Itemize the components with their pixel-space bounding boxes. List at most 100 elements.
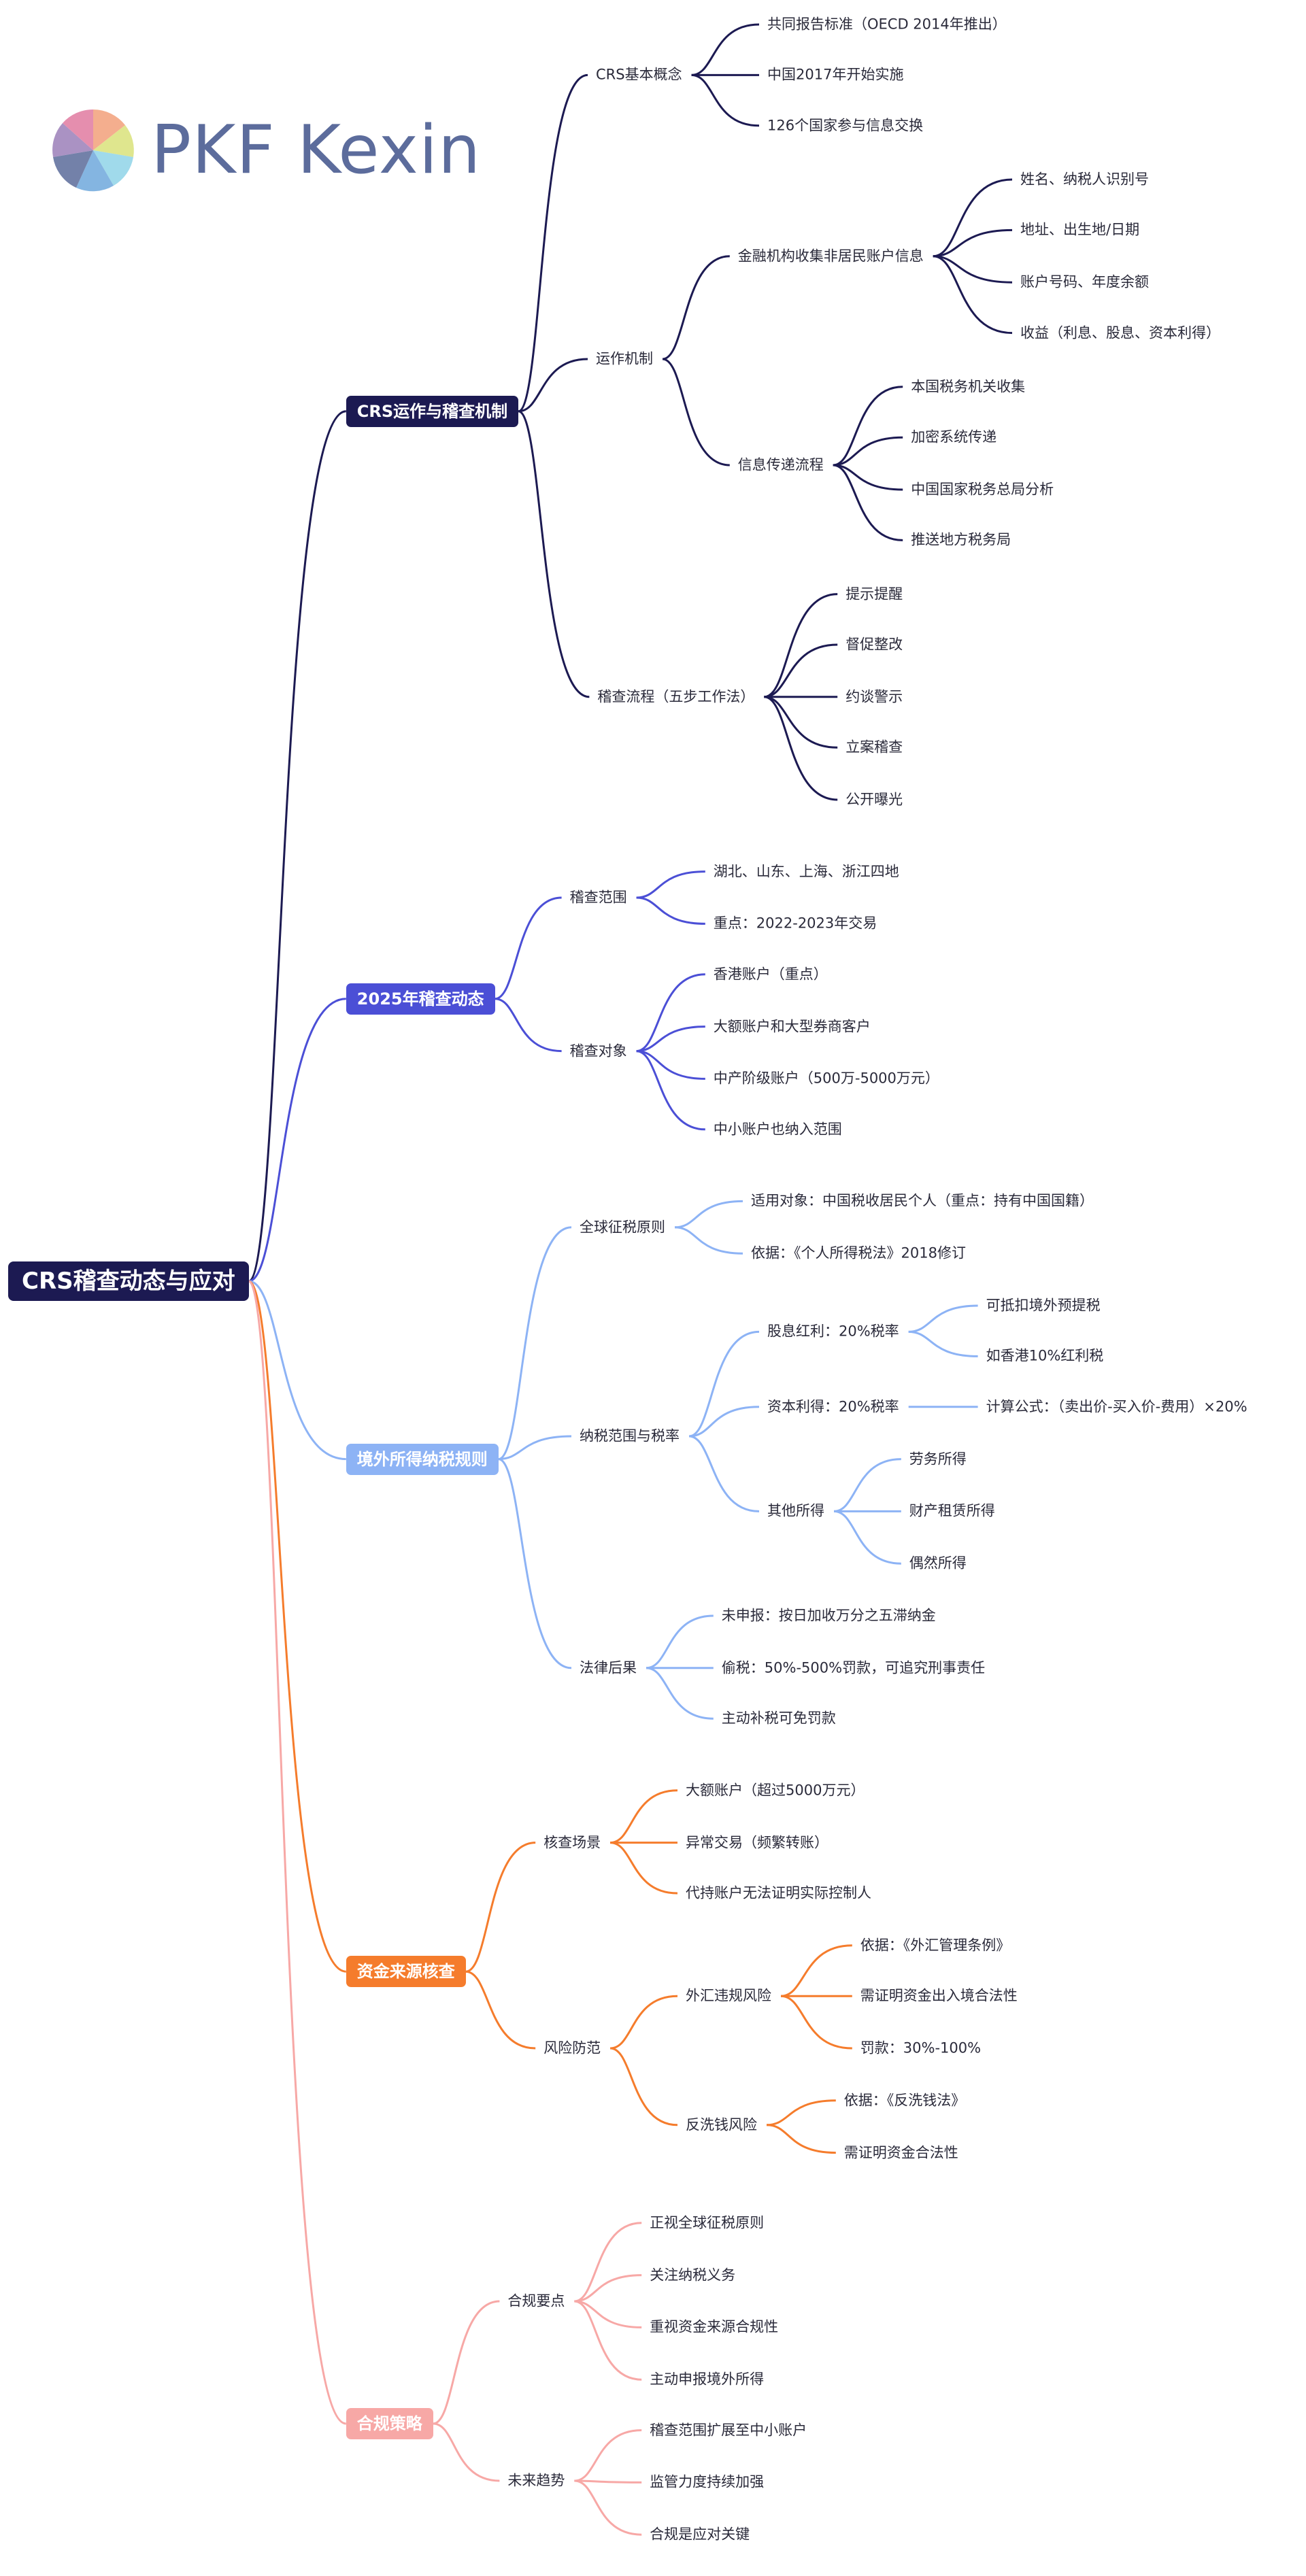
leaf-node[interactable]: 提示提醒 — [845, 586, 903, 603]
connector-line — [636, 1050, 705, 1080]
topic-node[interactable]: CRS基本概念 — [596, 66, 682, 83]
leaf-node[interactable]: 加密系统传递 — [911, 428, 997, 445]
connector-line — [248, 410, 346, 1283]
leaf-node[interactable]: 姓名、纳税人识别号 — [1020, 171, 1149, 188]
leaf-node[interactable]: 中小账户也纳入范围 — [713, 1121, 842, 1138]
leaf-node[interactable]: 湖北、山东、上海、浙江四地 — [713, 863, 899, 880]
leaf-node[interactable]: 关注纳税义务 — [650, 2267, 736, 2284]
leaf-node[interactable]: 推送地方税务局 — [911, 531, 1011, 548]
connector-line — [833, 1510, 901, 1565]
leaf-node[interactable]: 重视资金来源合规性 — [650, 2318, 779, 2335]
leaf-node[interactable]: 未申报：按日加收万分之五滞纳金 — [721, 1607, 936, 1624]
leaf-node[interactable]: 依据：《外汇管理条例》 — [860, 1937, 1011, 1954]
leaf-node[interactable]: 约谈警示 — [845, 688, 903, 705]
leaf-node[interactable]: 异常交易（频繁转账） — [686, 1834, 828, 1851]
branch-node[interactable]: 合规策略 — [346, 2408, 433, 2439]
topic-node[interactable]: 稽查流程（五步工作法） — [597, 688, 755, 705]
connector-line — [610, 1789, 678, 1844]
connector-line — [662, 358, 730, 467]
topic-node[interactable]: 纳税范围与税率 — [580, 1427, 680, 1444]
connector-line — [908, 1304, 978, 1333]
leaf-node[interactable]: 可抵扣境外预提税 — [986, 1297, 1101, 1314]
leaf-node[interactable]: 代持账户无法证明实际控制人 — [686, 1884, 871, 1901]
leaf-node[interactable]: 劳务所得 — [909, 1451, 967, 1468]
topic-node[interactable]: 其他所得 — [767, 1502, 824, 1519]
connector-line — [646, 1614, 714, 1670]
leaf-node[interactable]: 罚款：30%-100% — [860, 2039, 982, 2056]
connector-line — [636, 973, 705, 1053]
leaf-node[interactable]: 大额账户（超过5000万元） — [686, 1782, 865, 1799]
leaf-node[interactable]: 依据：《反洗钱法》 — [843, 2092, 966, 2109]
topic-node[interactable]: 未来趋势 — [507, 2472, 565, 2489]
connector-line — [933, 255, 1013, 335]
leaf-node[interactable]: 督促整改 — [845, 636, 903, 653]
leaf-node[interactable]: 财产租赁所得 — [909, 1502, 995, 1519]
connector-line — [764, 593, 838, 698]
leaf-node[interactable]: 重点：2022-2023年交易 — [713, 915, 877, 932]
topic-node[interactable]: 运作机制 — [596, 350, 653, 367]
branch-node[interactable]: CRS运作与稽查机制 — [346, 395, 519, 427]
topic-node[interactable]: 资本利得：20%税率 — [767, 1398, 899, 1415]
connector-line — [933, 255, 1013, 284]
branch-node[interactable]: 2025年稽查动态 — [346, 983, 495, 1015]
leaf-node[interactable]: 计算公式：（卖出价-买入价-费用）×20% — [986, 1398, 1248, 1415]
connector-line — [833, 464, 903, 491]
leaf-node[interactable]: 收益（利息、股息、资本利得） — [1020, 324, 1220, 341]
connector-line — [780, 1944, 852, 1997]
connector-line — [433, 2422, 500, 2482]
connector-line — [248, 1280, 346, 1973]
leaf-node[interactable]: 监管力度持续加强 — [650, 2473, 765, 2490]
topic-node[interactable]: 风险防范 — [543, 2039, 601, 2056]
topic-node[interactable]: 信息传递流程 — [737, 456, 824, 473]
branch-node[interactable]: 资金来源核查 — [346, 1956, 466, 1988]
leaf-node[interactable]: 需证明资金出入境合法性 — [860, 1987, 1018, 2004]
connector-line — [833, 1458, 901, 1512]
topic-node[interactable]: 股息红利：20%税率 — [767, 1323, 899, 1340]
connector-line — [498, 1458, 572, 1670]
leaf-node[interactable]: 合规是应对关键 — [650, 2526, 750, 2543]
leaf-node[interactable]: 中国2017年开始实施 — [767, 66, 904, 83]
leaf-node[interactable]: 正视全球征税原则 — [650, 2214, 765, 2231]
topic-node[interactable]: 外汇违规风险 — [686, 1987, 771, 2004]
topic-node[interactable]: 法律后果 — [580, 1659, 637, 1676]
leaf-node[interactable]: 依据：《个人所得税法》2018修订 — [751, 1244, 966, 1261]
leaf-node[interactable]: 稽查范围扩展至中小账户 — [650, 2422, 807, 2439]
leaf-node[interactable]: 中产阶级账户（500万-5000万元） — [713, 1070, 939, 1087]
leaf-node[interactable]: 中国国家税务总局分析 — [911, 481, 1054, 498]
topic-node[interactable]: 反洗钱风险 — [686, 2116, 757, 2133]
connector-line — [636, 1050, 705, 1131]
leaf-node[interactable]: 本国税务机关收集 — [911, 378, 1026, 395]
leaf-node[interactable]: 立案稽查 — [845, 739, 903, 756]
leaf-node[interactable]: 主动申报境外所得 — [650, 2371, 765, 2388]
topic-node[interactable]: 稽查对象 — [569, 1043, 627, 1060]
leaf-node[interactable]: 共同报告标准（OECD 2014年推出） — [767, 16, 1007, 33]
leaf-node[interactable]: 126个国家参与信息交换 — [767, 117, 924, 134]
leaf-node[interactable]: 公开曝光 — [845, 791, 903, 808]
topic-node[interactable]: 全球征税原则 — [580, 1219, 665, 1236]
connector-line — [574, 2274, 642, 2303]
root-node[interactable]: CRS稽查动态与应对 — [8, 1261, 249, 1301]
leaf-node[interactable]: 地址、出生地/日期 — [1020, 221, 1140, 238]
connector-line — [691, 23, 760, 76]
branch-node[interactable]: 境外所得纳税规则 — [346, 1443, 499, 1475]
leaf-node[interactable]: 适用对象：中国税收居民个人（重点：持有中国国籍） — [751, 1192, 1094, 1209]
topic-node[interactable]: 金融机构收集非居民账户信息 — [737, 248, 924, 265]
connector-line — [574, 2479, 642, 2536]
leaf-node[interactable]: 主动补税可免罚款 — [721, 1710, 836, 1727]
topic-node[interactable]: 合规要点 — [507, 2292, 565, 2309]
connector-line — [691, 73, 760, 127]
connector-line — [908, 1330, 978, 1357]
leaf-node[interactable]: 如香港10%红利税 — [986, 1347, 1104, 1364]
leaf-node[interactable]: 大额账户和大型券商客户 — [713, 1018, 871, 1035]
leaf-node[interactable]: 香港账户（重点） — [713, 966, 828, 983]
leaf-node[interactable]: 偷税：50%-500%罚款，可追究刑事责任 — [721, 1659, 986, 1676]
connector-line — [688, 1435, 760, 1512]
leaf-node[interactable]: 偶然所得 — [909, 1555, 967, 1572]
logo: PKF Kexin — [49, 106, 481, 194]
connector-line — [688, 1406, 760, 1438]
topic-node[interactable]: 核查场景 — [543, 1834, 601, 1851]
leaf-node[interactable]: 账户号码、年度余额 — [1020, 273, 1149, 290]
leaf-node[interactable]: 需证明资金合法性 — [843, 2144, 958, 2161]
topic-node[interactable]: 稽查范围 — [569, 889, 627, 906]
